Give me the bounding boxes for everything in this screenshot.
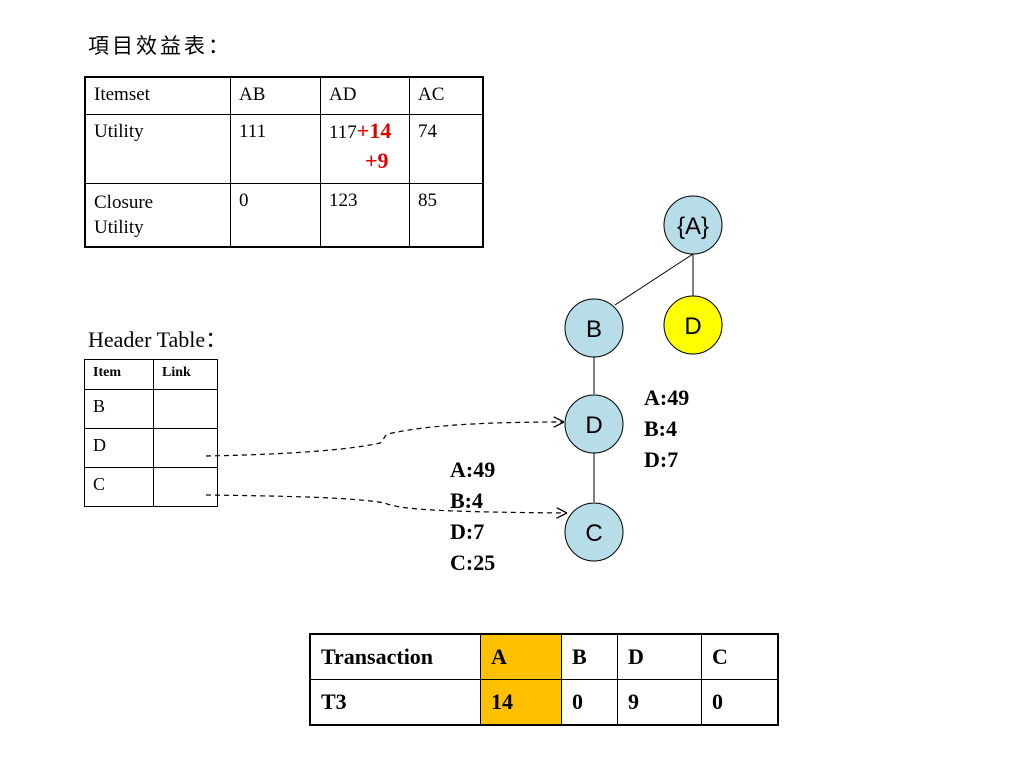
svg-text:D: D: [585, 412, 602, 439]
row-cell-a: 14: [480, 679, 562, 726]
node-d-values-label: A:49 B:4 D:7: [644, 385, 690, 472]
node-c-values-label: A:49 B:4 D:7 C:25: [450, 457, 496, 575]
tree-node-d: D: [564, 394, 624, 454]
closure-label-line-1: Closure: [94, 192, 154, 213]
header-cell-transaction: Transaction: [309, 633, 481, 680]
closure-label-line-2: Utility: [94, 217, 144, 238]
header-link-d: [153, 428, 218, 468]
utility-ab-cell: 111: [230, 114, 321, 184]
header-cell-d: D: [617, 633, 702, 680]
header-cell-b: B: [561, 633, 618, 680]
utility-ad-cell: 117+14 +9: [320, 114, 410, 184]
table-row: T3 14 0 9 0: [309, 679, 779, 726]
header-item-c: C: [84, 467, 154, 507]
header-cell-ac: AC: [409, 76, 484, 115]
table-row: Utility 111 117+14 +9 74: [84, 114, 484, 184]
table-row: Transaction A B D C: [309, 633, 779, 680]
header-table: Item Link B D C: [84, 359, 218, 507]
tree-node-a: {A}: [663, 195, 723, 255]
closure-ac-cell: 85: [409, 183, 484, 248]
edge-a-b: [614, 253, 694, 306]
utility-table-title: 項目效益表：: [88, 34, 232, 58]
svg-text:{A}: {A}: [677, 213, 709, 240]
closure-ab-cell: 0: [230, 183, 321, 248]
svg-text:B: B: [586, 316, 602, 343]
transaction-table: Transaction A B D C T3 14 0 9 0: [309, 633, 779, 726]
closure-label-cell: Closure Utility: [84, 183, 231, 248]
utility-ad-value: 117: [329, 122, 357, 143]
row-cell-b: 0: [561, 679, 618, 726]
svg-text:C: C: [585, 520, 602, 547]
row-cell-transaction: T3: [309, 679, 481, 726]
header-cell-a: A: [480, 633, 562, 680]
header-cell-c: C: [701, 633, 779, 680]
header-link-c-arrow: [205, 494, 566, 513]
header-cell-ad: AD: [320, 76, 410, 115]
closure-ad-cell: 123: [320, 183, 410, 248]
row-cell-c: 0: [701, 679, 779, 726]
utility-table: Itemset AB AD AC Utility 111 117+14 +9 7…: [84, 76, 484, 248]
svg-text:D: D: [684, 313, 701, 340]
tree-node-d-highlighted: D: [663, 295, 723, 355]
utility-ac-cell: 74: [409, 114, 484, 184]
header-cell-link: Link: [153, 359, 218, 390]
utility-ad-increment-1: +14: [356, 118, 392, 143]
tree-node-b: B: [564, 298, 624, 358]
header-table-title: Header Table：: [88, 327, 228, 352]
header-link-d-arrow: [205, 422, 563, 457]
row-cell-d: 9: [617, 679, 702, 726]
table-row: Item Link: [84, 359, 218, 390]
header-link-c: [153, 467, 218, 507]
table-row: Closure Utility 0 123 85: [84, 183, 484, 248]
utility-ad-increment-2: +9: [365, 148, 389, 173]
tree-node-c: C: [564, 502, 624, 562]
table-row: C: [84, 467, 218, 507]
